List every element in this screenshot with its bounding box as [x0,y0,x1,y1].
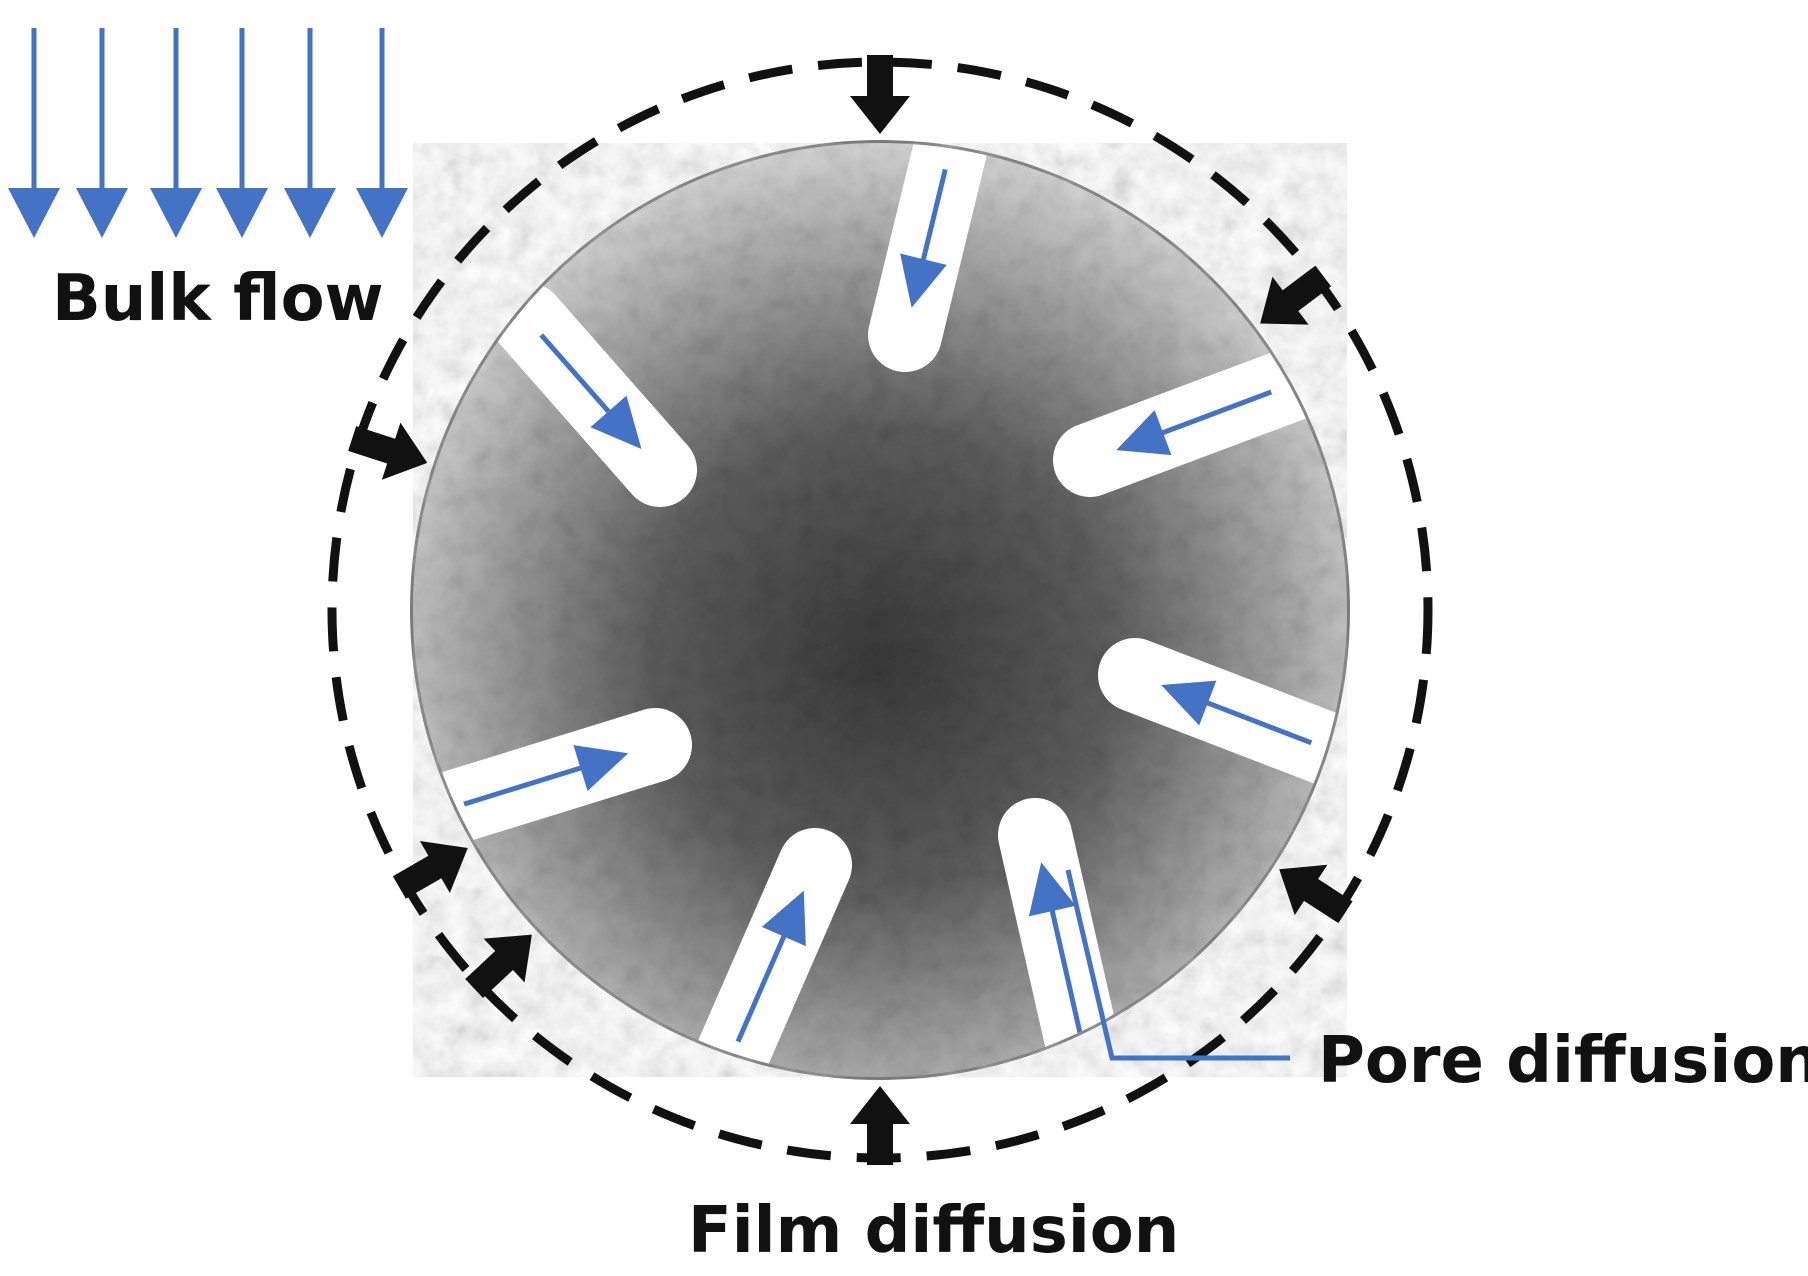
bulk-flow-arrow [8,28,60,238]
pore [413,708,692,847]
film-diffusion-arrow [392,841,468,899]
film-diffusion-arrow [850,55,910,134]
film-diffusion-arrow [465,934,532,999]
bulk-flow-label: Bulk flow [52,262,384,336]
pore-diffusion-leader [1065,869,1290,1061]
pore [998,798,1122,1077]
pore [1098,638,1347,787]
film-diffusion-arrow [348,422,428,480]
bulk-flow-arrow [150,28,202,238]
pore-diffusion-arrows [413,143,1347,1077]
pore [868,143,987,372]
pore [1053,348,1327,497]
pore [491,283,697,507]
bulk-flow-arrow [356,28,408,238]
film-diffusion-arrow [1279,864,1353,924]
film-diffusion-arrow [1260,265,1332,325]
film-diffusion-arrow [850,1086,910,1165]
bulk-flow-arrow [76,28,128,238]
bulk-flow-arrow [216,28,268,238]
pore [693,828,852,1077]
bulk-flow-arrows [8,28,408,238]
film-diffusion-arrows [348,55,1353,1165]
bulk-flow-arrow [284,28,336,238]
pore-diffusion-label: Pore diffusion [1318,1024,1808,1098]
adsorbent-particle [410,140,1350,1080]
film-diffusion-label: Film diffusion [688,1194,1179,1268]
